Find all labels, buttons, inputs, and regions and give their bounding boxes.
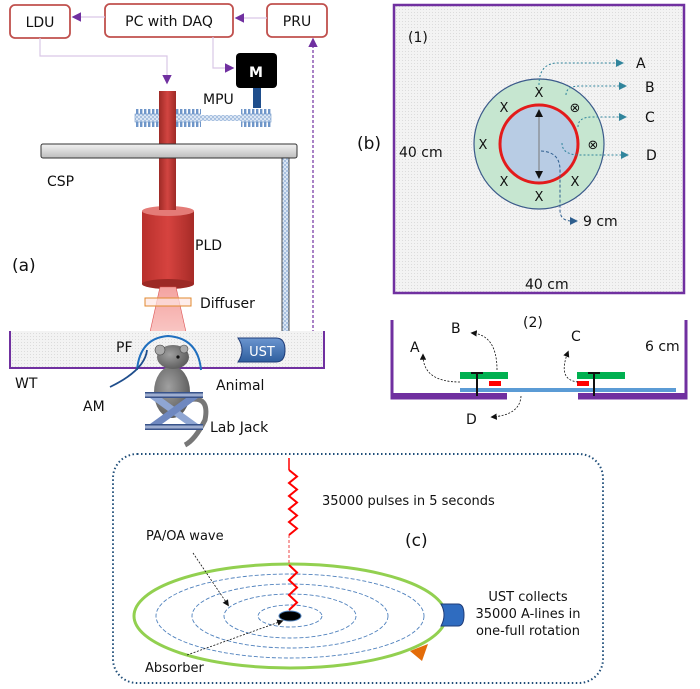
pulse-train-lower	[287, 564, 299, 611]
panel-c: 35000 pulses in 5 seconds (c) PA/OA wave…	[112, 453, 604, 684]
absorber-pointer	[186, 619, 284, 656]
panel-a: LDU PC with DAQ PRU M	[9, 3, 328, 448]
ldu-label: LDU	[26, 15, 55, 31]
diameter-arrow-down	[535, 171, 543, 179]
depth-label: 6 cm	[645, 339, 680, 355]
callout-d-label: D	[646, 148, 657, 164]
callout-c-arrow	[577, 113, 627, 128]
side-callout-d-arrow	[490, 395, 522, 420]
bolt-right	[588, 372, 600, 396]
ust-to-pru-arrow	[290, 37, 318, 351]
pld-label: PLD	[195, 238, 222, 254]
callout-a-label: A	[636, 56, 646, 72]
side-callout-d-label: D	[466, 412, 477, 428]
marker-bottom: X	[535, 190, 544, 205]
side-callout-a-label: A	[410, 340, 420, 356]
anesthesia-mask-line	[109, 349, 148, 388]
pa-wave-pointer	[192, 552, 229, 607]
marker-bottom-right: X	[571, 175, 580, 190]
tank-floor-left	[392, 393, 507, 399]
marker-top-right: ⊗	[570, 101, 581, 116]
callout-a-arrow	[538, 59, 624, 86]
marker-right: ⊗	[588, 138, 599, 153]
red-marker-left	[489, 381, 501, 386]
diameter-label: 9 cm	[583, 214, 618, 230]
mpu-label: MPU	[203, 92, 234, 108]
am-label: AM	[83, 399, 105, 415]
height-dimension-label: 40 cm	[399, 145, 443, 161]
pld-cylinder	[142, 160, 194, 289]
absorber	[278, 610, 302, 622]
ust-text-line-3: one-full rotation	[476, 624, 580, 639]
pru-box: PRU	[266, 3, 328, 38]
ust-text-line-1: UST collects	[488, 590, 567, 605]
callout-d-arrow	[561, 142, 629, 159]
lab-jack	[145, 392, 203, 430]
animal-holder-dome	[136, 334, 202, 371]
top-view-label: (1)	[408, 30, 428, 46]
side-callout-c-arrow	[563, 350, 579, 383]
panel-c-label: (c)	[405, 531, 428, 551]
csp-label: CSP	[47, 174, 74, 190]
ust-transducer: UST	[237, 337, 286, 363]
pru-label: PRU	[283, 14, 311, 30]
side-callout-a-arrow	[419, 353, 461, 383]
tank-floor-right	[578, 393, 686, 399]
csp-plate	[40, 143, 298, 159]
absorber-label: Absorber	[145, 661, 204, 676]
panel-b-label: (b)	[357, 134, 381, 154]
pa-wave-label: PA/OA wave	[146, 529, 224, 544]
ldu-to-laser-arrow	[39, 38, 172, 85]
pulses-text: 35000 pulses in 5 seconds	[322, 494, 495, 509]
red-marker-right	[577, 381, 589, 386]
pc-daq-box: PC with DAQ	[104, 3, 234, 38]
callout-c-label: C	[645, 110, 655, 126]
ust-text-line-2: 35000 A-lines in	[475, 607, 580, 622]
rotation-direction-arrowhead	[410, 644, 428, 661]
ldu-box: LDU	[9, 4, 71, 39]
callout-b-arrow	[565, 82, 627, 96]
mpu-gear-assembly	[134, 108, 272, 128]
diffuser	[144, 297, 192, 307]
lab-jack-label: Lab Jack	[210, 420, 269, 436]
side-callout-b-arrow	[470, 330, 498, 371]
pulse-train-upper	[287, 469, 299, 536]
diameter-arrow-up	[535, 109, 543, 117]
motor: M	[236, 53, 277, 108]
width-dimension-label: 40 cm	[525, 277, 569, 293]
blue-plate	[460, 388, 676, 392]
green-holder-left	[460, 372, 508, 379]
diffuser-label: Diffuser	[200, 296, 255, 312]
wt-label: WT	[15, 376, 38, 392]
ust-rod	[281, 157, 290, 351]
motor-label: M	[249, 65, 263, 81]
pf-label: PF	[116, 340, 133, 356]
top-view: (1) 40 cm 40 cm X ⊗ ⊗ X X X X X	[392, 3, 686, 295]
side-view: (2) A B C D 6 cm	[390, 315, 688, 428]
pa-wave-ripples	[155, 573, 425, 659]
animal-label: Animal	[216, 378, 264, 394]
ust-transducer-c	[440, 603, 465, 627]
side-callout-b-label: B	[451, 321, 461, 337]
side-callout-c-label: C	[571, 329, 581, 345]
bolt-left	[471, 372, 483, 396]
marker-top-left: X	[500, 101, 509, 116]
green-holder-right	[577, 372, 625, 379]
laser-pulse-train	[287, 458, 299, 611]
callout-b-label: B	[645, 80, 655, 96]
pc-daq-label: PC with DAQ	[125, 14, 213, 30]
diameter-callout-arrow	[540, 150, 578, 225]
marker-top: X	[535, 86, 544, 101]
panel-c-frame	[112, 453, 604, 684]
marker-bottom-left: X	[500, 175, 509, 190]
marker-left: X	[479, 138, 488, 153]
pc-to-motor-arrow	[212, 37, 235, 73]
panel-a-label: (a)	[12, 256, 36, 276]
ust-label: UST	[249, 345, 275, 360]
side-view-label: (2)	[523, 315, 543, 331]
panel-b: (b) (1) 40 cm 40 cm X ⊗ ⊗ X X X X X	[357, 3, 688, 428]
tank-left-wall	[390, 320, 507, 400]
